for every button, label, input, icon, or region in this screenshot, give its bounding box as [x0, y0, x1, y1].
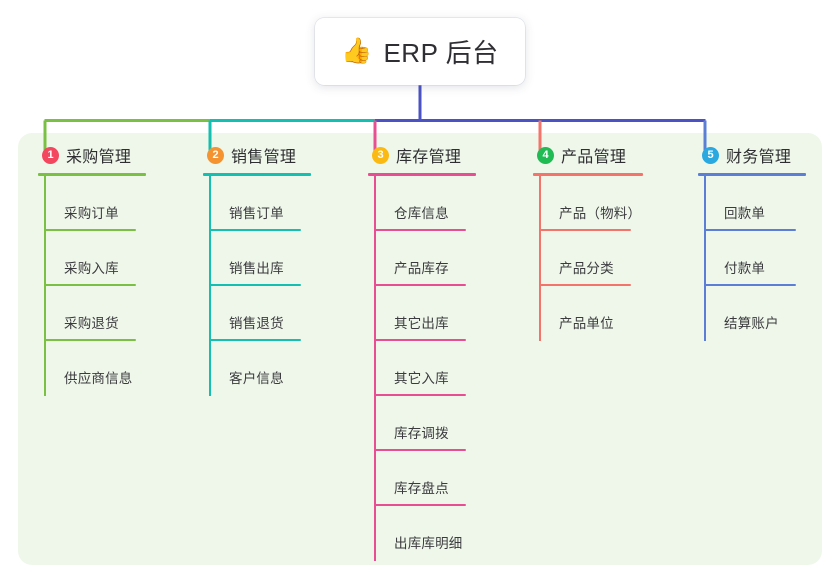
branch-item-underline — [209, 284, 301, 286]
branch-item-underline — [374, 394, 466, 396]
branch-column-1: 1 采购管理采购订单采购入库采购退货供应商信息 — [38, 143, 146, 396]
branch-item[interactable]: 采购退货 — [38, 286, 146, 341]
branch-item[interactable]: 其它入库 — [368, 341, 476, 396]
root-node[interactable]: 👍 ERP 后台 — [315, 18, 525, 85]
thumbs-up-icon: 👍 — [341, 37, 373, 65]
branch-item[interactable]: 客户信息 — [203, 341, 311, 396]
branch-item-underline — [374, 504, 466, 506]
branch-header-4[interactable]: 4 产品管理 — [533, 143, 643, 167]
branch-item-underline — [44, 284, 136, 286]
branch-title: 财务管理 — [726, 149, 792, 166]
branch-underline — [533, 173, 643, 176]
branch-item-list: 销售订单销售出库销售退货客户信息 — [203, 176, 311, 396]
branch-spine — [374, 176, 376, 561]
branch-header-3[interactable]: 3 库存管理 — [368, 143, 476, 167]
branch-item-list: 采购订单采购入库采购退货供应商信息 — [38, 176, 146, 396]
branch-item-label: 库存盘点 — [394, 481, 449, 496]
root-node-content: 👍 ERP 后台 — [341, 33, 498, 70]
branch-item-label: 其它出库 — [394, 316, 449, 331]
branch-header-5[interactable]: 5 财务管理 — [698, 143, 806, 167]
branch-item-list: 仓库信息产品库存其它出库其它入库库存调拨库存盘点出库库明细 — [368, 176, 476, 561]
branch-item-label: 销售退货 — [229, 316, 284, 331]
branch-item-underline — [704, 284, 796, 286]
branch-item-underline — [374, 449, 466, 451]
branch-item[interactable]: 销售退货 — [203, 286, 311, 341]
branch-number-badge: 1 — [42, 146, 59, 164]
branch-underline — [698, 173, 806, 176]
branch-item-label: 其它入库 — [394, 371, 449, 386]
branch-underline — [203, 173, 311, 176]
branch-item[interactable]: 库存盘点 — [368, 451, 476, 506]
branch-item-underline — [374, 229, 466, 231]
branch-item-underline — [44, 229, 136, 231]
branch-item[interactable]: 采购入库 — [38, 231, 146, 286]
branch-item[interactable]: 产品单位 — [533, 286, 643, 341]
branch-title: 销售管理 — [231, 149, 297, 166]
root-node-title: ERP 后台 — [383, 38, 499, 68]
branch-title: 产品管理 — [561, 149, 627, 166]
branch-item-underline — [539, 229, 631, 231]
branch-item[interactable]: 仓库信息 — [368, 176, 476, 231]
branch-panel-background — [18, 133, 822, 565]
branch-column-3: 3 库存管理仓库信息产品库存其它出库其它入库库存调拨库存盘点出库库明细 — [368, 143, 476, 561]
branch-spine — [44, 176, 46, 396]
branch-title: 采购管理 — [66, 149, 132, 166]
branch-item-label: 出库库明细 — [394, 536, 463, 551]
branch-item-list: 产品（物料） 产品分类产品单位 — [533, 176, 643, 341]
branch-item[interactable]: 供应商信息 — [38, 341, 146, 396]
branch-underline — [368, 173, 476, 176]
branch-spine — [539, 176, 541, 341]
branch-item[interactable]: 采购订单 — [38, 176, 146, 231]
branch-item-label: 产品分类 — [559, 261, 614, 276]
branch-spine — [704, 176, 706, 341]
branch-item-label: 采购入库 — [64, 261, 119, 276]
branch-item[interactable]: 销售订单 — [203, 176, 311, 231]
branch-number-badge: 4 — [537, 146, 554, 164]
branch-underline — [38, 173, 146, 176]
branch-spine — [209, 176, 211, 396]
branch-item-label: 供应商信息 — [64, 371, 133, 386]
branch-item[interactable]: 产品分类 — [533, 231, 643, 286]
branch-item-label: 销售出库 — [229, 261, 284, 276]
branch-item-label: 仓库信息 — [394, 206, 449, 221]
branch-item[interactable]: 结算账户 — [698, 286, 806, 341]
branch-item[interactable]: 产品库存 — [368, 231, 476, 286]
branch-item-label: 采购退货 — [64, 316, 119, 331]
branch-number-badge: 2 — [207, 146, 224, 164]
branch-item-label: 回款单 — [724, 206, 766, 221]
branch-item-underline — [44, 339, 136, 341]
branch-column-2: 2 销售管理销售订单销售出库销售退货客户信息 — [203, 143, 311, 396]
branch-item[interactable]: 出库库明细 — [368, 506, 476, 561]
branch-item-underline — [209, 339, 301, 341]
branch-item-label: 客户信息 — [229, 371, 284, 386]
branch-item[interactable]: 付款单 — [698, 231, 806, 286]
branch-number-badge: 3 — [372, 146, 389, 164]
branch-column-4: 4 产品管理产品（物料） 产品分类产品单位 — [533, 143, 643, 341]
branch-item-label: 销售订单 — [229, 206, 284, 221]
branch-header-2[interactable]: 2 销售管理 — [203, 143, 311, 167]
branch-number-badge: 5 — [702, 146, 719, 164]
branch-item-underline — [704, 229, 796, 231]
branch-item[interactable]: 库存调拨 — [368, 396, 476, 451]
branch-item-label: 结算账户 — [724, 316, 779, 331]
branch-header-1[interactable]: 1 采购管理 — [38, 143, 146, 167]
branch-item[interactable]: 销售出库 — [203, 231, 311, 286]
branch-item[interactable]: 产品（物料） — [533, 176, 643, 231]
branch-title: 库存管理 — [396, 149, 462, 166]
branch-item-label: 产品单位 — [559, 316, 614, 331]
branch-item-underline — [374, 339, 466, 341]
branch-item[interactable]: 其它出库 — [368, 286, 476, 341]
branch-item-label: 采购订单 — [64, 206, 119, 221]
branch-item-underline — [374, 284, 466, 286]
branch-item-list: 回款单付款单结算账户 — [698, 176, 806, 341]
branch-column-5: 5 财务管理回款单付款单结算账户 — [698, 143, 806, 341]
branch-item-underline — [209, 229, 301, 231]
branch-item-label: 付款单 — [724, 261, 766, 276]
branch-item-label: 产品（物料） — [559, 206, 642, 221]
branch-item[interactable]: 回款单 — [698, 176, 806, 231]
branch-item-label: 产品库存 — [394, 261, 449, 276]
branch-item-label: 库存调拨 — [394, 426, 449, 441]
branch-item-underline — [539, 284, 631, 286]
